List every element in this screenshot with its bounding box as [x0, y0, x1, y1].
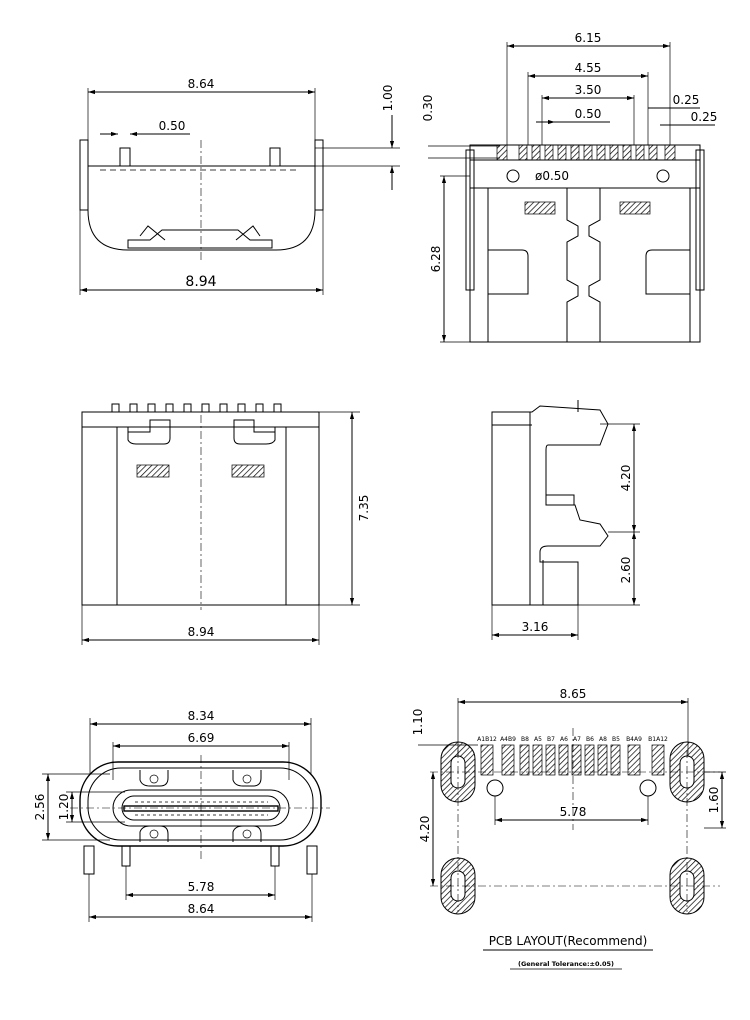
pcb-pin-labels: A1B12 A4B9 B8 A5 B7 A6 A7 B6 A8 B5 B4A9 …: [477, 736, 668, 743]
pin-label-9: A8: [599, 736, 607, 743]
front-gap-label-2: 0.25: [691, 110, 718, 124]
pcb-layout-title: PCB LAYOUT(Recommend): [489, 934, 648, 948]
side-upper-label: 4.20: [619, 465, 633, 492]
pcb-signal-pads: [480, 744, 665, 776]
front-span-label: 6.15: [575, 31, 602, 45]
pin-label-1: A1B12: [477, 736, 497, 743]
pcb-layout-view: 8.65 1.10 A1B12 A4B9 B8 A5 B7 A6 A7 B6 A…: [411, 687, 726, 970]
pcb-tolerance-note: (General Tolerance:±0.05): [518, 960, 614, 968]
front-hole-label: ø0.50: [535, 169, 569, 183]
side-lower-label: 2.60: [619, 557, 633, 584]
pin-label-10: B5: [612, 736, 620, 743]
top-width-label: 8.64: [188, 77, 215, 91]
top-view: 8.64 0.50 1.00 8.94: [79, 77, 400, 295]
body-pins: [111, 403, 282, 413]
pin-label-4: A5: [534, 736, 542, 743]
pin-label-3: B8: [521, 736, 529, 743]
pcb-pad-length-label: 1.60: [707, 787, 721, 814]
pcb-hole-span-label: 5.78: [560, 805, 587, 819]
pin-label-5: B7: [547, 736, 555, 743]
side-width-label: 3.16: [522, 620, 549, 634]
front-gap-label-1: 0.25: [673, 93, 700, 107]
port-view: 8.34 6.69 2.56 1.2: [33, 709, 330, 922]
side-view: 4.20 2.60 3.16: [491, 400, 640, 640]
port-outer-label: 8.34: [188, 709, 215, 723]
pin-label-6: A6: [560, 736, 568, 743]
port-tongue-label: 1.20: [57, 794, 71, 821]
pin-label-2: A4B9: [500, 736, 516, 743]
pin-label-7: A7: [573, 736, 581, 743]
pcb-pad-offset-label: 1.10: [411, 709, 425, 736]
front-center-span-label: 3.50: [575, 83, 602, 97]
pcb-pad-pitch-label: 4.20: [418, 816, 432, 843]
top-height-label: 1.00: [381, 85, 395, 112]
port-leg-outer-label: 8.64: [188, 902, 215, 916]
front-pins: [496, 144, 676, 161]
pcb-pad-span-label: 8.65: [560, 687, 587, 701]
body-height-label: 7.35: [357, 495, 371, 522]
pin-label-11: B4A9: [626, 736, 642, 743]
pin-label-12: B1A12: [648, 736, 668, 743]
body-view: 7.35 8.94: [81, 403, 371, 645]
front-lead-height-label: 0.30: [421, 95, 435, 122]
top-overall-label: 8.94: [185, 274, 216, 290]
port-leg-span-label: 5.78: [188, 880, 215, 894]
front-view: 6.15 4.55 3.50 0.50 0.25 0.25 0.30: [421, 31, 718, 343]
port-inner-label: 6.69: [188, 731, 215, 745]
body-width-label: 8.94: [188, 625, 215, 639]
front-height-label: 6.28: [429, 246, 443, 273]
front-inner-span-label: 4.55: [575, 61, 602, 75]
front-pitch-label: 0.50: [575, 107, 602, 121]
port-height-label: 2.56: [33, 794, 47, 821]
pin-label-8: B6: [586, 736, 594, 743]
top-pitch-label: 0.50: [159, 119, 186, 133]
